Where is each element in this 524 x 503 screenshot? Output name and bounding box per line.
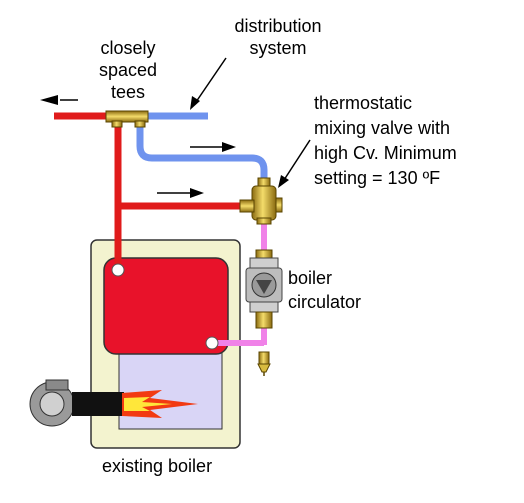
label-distribution-system: distribution system (222, 15, 334, 59)
label-line: boiler (288, 268, 333, 288)
label-line: mixing valve with (314, 118, 451, 138)
label-closely-spaced-tees: closely spaced tees (88, 37, 168, 103)
closely-spaced-tees (105, 110, 149, 128)
label-existing-boiler: existing boiler (102, 456, 213, 476)
circulator-pump (245, 249, 283, 329)
label-line: thermostatic (314, 93, 413, 113)
mixing-valve (239, 177, 283, 225)
leader-mixing-valve-head (278, 175, 289, 188)
leader-distribution (195, 57, 227, 103)
leader-mixing-valve (283, 139, 311, 181)
label-line: distribution (234, 16, 322, 36)
label-line: tees (110, 82, 146, 102)
burner-assembly (29, 379, 198, 427)
boiler-return-fitting (205, 336, 219, 350)
burner-tube (72, 392, 124, 416)
label-line: spaced (98, 60, 158, 80)
flame-inner (124, 397, 172, 411)
label-line: system (249, 38, 307, 58)
drain-valve (257, 351, 271, 376)
label-line: setting = 130 ºF (314, 168, 441, 188)
label-mixing-valve: thermostatic mixing valve with high Cv. … (314, 91, 457, 191)
label-line: closely (100, 38, 156, 58)
label-boiler-circulator: boiler circulator (288, 266, 361, 314)
cool-return-loop (136, 116, 268, 188)
flow-arrows (40, 95, 236, 198)
leader-distribution-head (190, 96, 200, 110)
label-line: high Cv. Minimum (314, 143, 457, 163)
label-line: circulator (288, 292, 362, 312)
boiler-supply-fitting (111, 263, 125, 277)
boiler-vessel (103, 257, 229, 355)
